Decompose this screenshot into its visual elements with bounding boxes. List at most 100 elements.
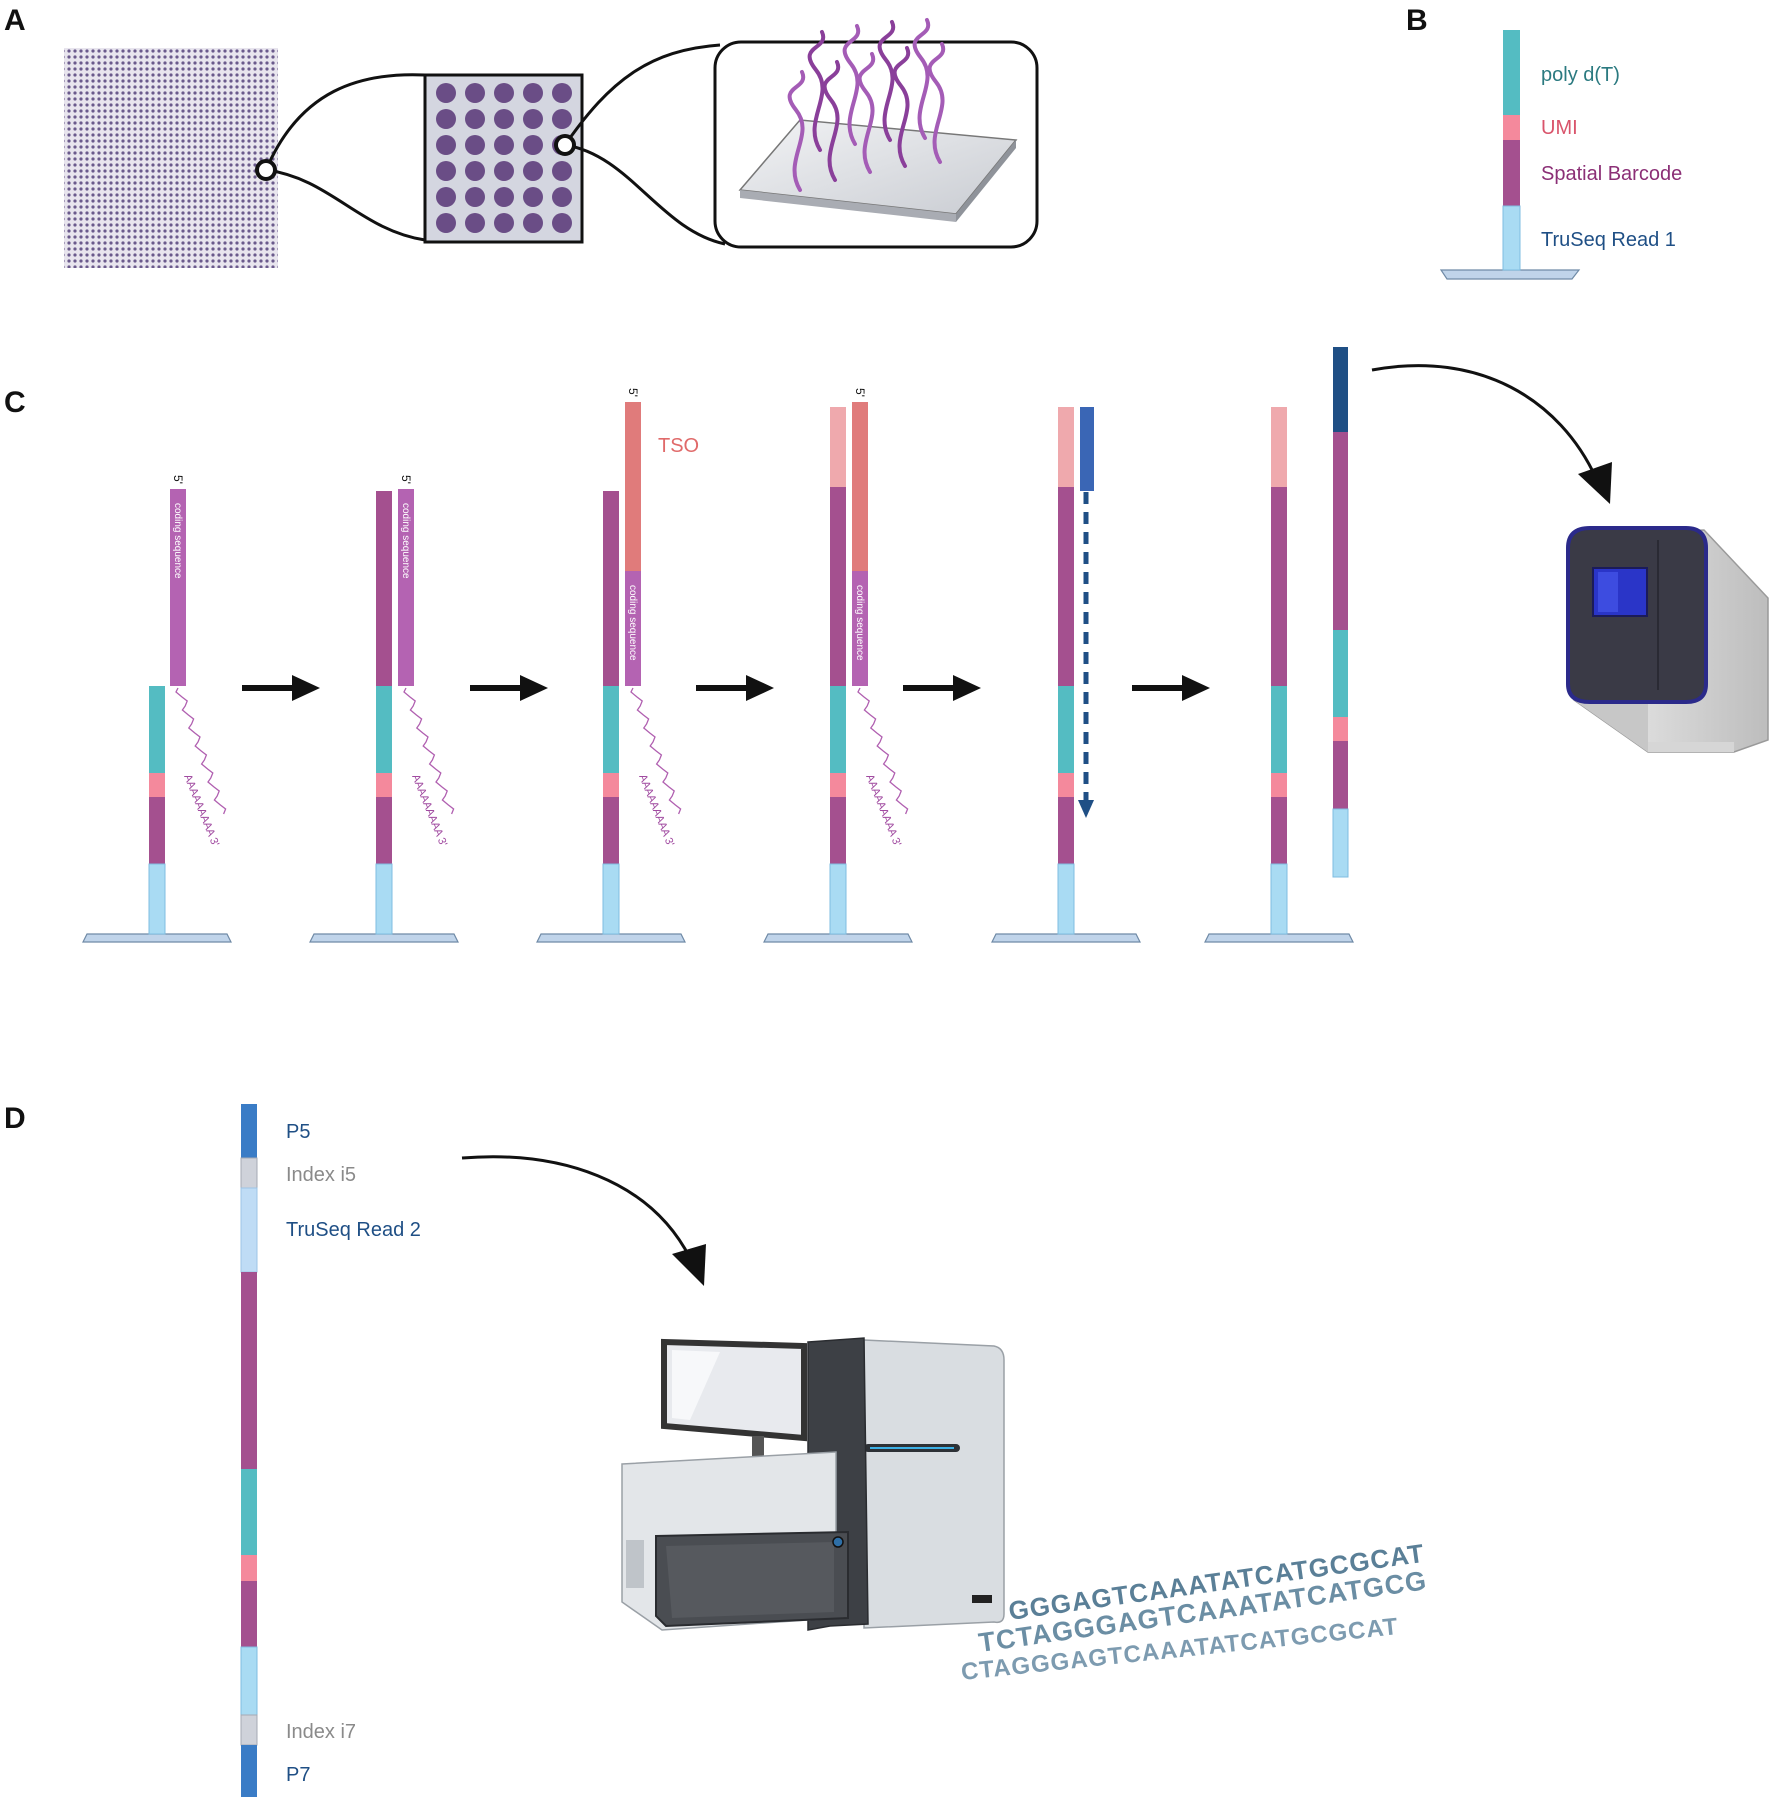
panel-c: coding sequence 5' AAAAAAAAA 3' coding sequ… [82,347,1769,943]
coding-sequence-label: coding sequence [854,585,865,661]
sequence-reads: GGGAGTCAAATATCATGCGCAT TCTAGGGAGTCAAATAT… [960,1538,1429,1686]
probe-umi [1271,773,1287,797]
probe-barcode [376,797,392,864]
stage-slide [536,933,686,943]
barcoded-spots [436,83,572,233]
probe-barcode [830,797,846,864]
coding-sequence-label: coding sequence [400,503,411,579]
sequencer-right-tower [863,1339,1005,1629]
barcoded-spot [552,161,572,181]
synthesized-tso-complement [1271,407,1287,487]
capture-area-array [64,48,278,268]
probe-truseq1 [1057,863,1075,935]
barcoded-spot [523,187,543,207]
polya-label: AAAAAAAAA 3' [181,773,221,849]
curved-arrow [1371,364,1598,479]
probe-barcode [603,797,619,864]
umi-segment [1503,115,1520,140]
probe-umi [1058,773,1074,797]
thermocycler [1566,526,1769,753]
synthesized-tso-complement [1058,407,1074,487]
probe-polydt [1271,686,1287,773]
curved-arrowhead [672,1244,706,1286]
barcoded-spot [436,83,456,103]
capture-probe [912,18,931,140]
sequencer-drawer-face [666,1542,834,1618]
polya-tail [403,687,455,815]
stage-slide [82,933,232,943]
capture-probes [787,18,946,192]
probe-polydt [376,686,392,773]
polydt-label: poly d(T) [1541,64,1620,86]
sequencer-vent [626,1540,644,1588]
barcoded-spot [465,109,485,129]
sequencer [621,1337,1005,1631]
probe-umi [830,773,846,797]
barcoded-spot [494,109,514,129]
mrna-coding-strand [398,489,414,686]
barcoded-spot [552,83,572,103]
sequencer-status-light [832,1536,844,1548]
five-prime-label: 5' [626,388,640,397]
stage-slide [991,933,1141,943]
library-insert [241,1272,257,1469]
truseq1-segment [1502,205,1521,271]
five-prime-label: 5' [853,388,867,397]
barcoded-spot [523,83,543,103]
barcoded-spot [436,109,456,129]
barcode-segment [1503,140,1520,206]
truseq2-label: TruSeq Read 2 [286,1219,421,1241]
probe-umi [376,773,392,797]
panel-letter-a: A [4,4,26,37]
tso-segment [625,402,641,571]
polya-tail [175,687,227,815]
coding-sequence-label: coding sequence [172,503,183,579]
stage-slide [1204,933,1354,943]
synthesized-tso-complement [376,491,392,571]
capture-probe [842,24,861,146]
polya-label: AAAAAAAAA 3' [636,773,676,849]
probe-polydt [149,686,165,773]
panel-letter-c: C [4,386,26,419]
mrna-coding-strand [625,571,641,686]
i7-label: Index i7 [286,1721,356,1743]
polya-label: AAAAAAAAA 3' [409,773,449,849]
library-truseq1 [240,1646,258,1716]
barcoded-spot [465,161,485,181]
mrna-coding-strand [170,489,186,686]
capture-probe [927,42,946,164]
step-arrowhead [520,675,548,701]
barcoded-spot [436,135,456,155]
barcoded-spot [523,135,543,155]
curved-arrowhead [1578,462,1612,504]
spot-slide-edge [956,140,1016,222]
released-cdna-umi [1333,717,1348,741]
probe-barcode [1058,797,1074,864]
capture-probe [892,46,911,168]
probe-truseq1 [148,863,166,935]
probe-umi [603,773,619,797]
barcoded-spot [436,213,456,233]
barcoded-spot [465,213,485,233]
mrna-coding-strand [852,571,868,686]
barcoded-spot [552,213,572,233]
probe-truseq1 [375,863,393,935]
spot-slide-edge [740,190,956,222]
barcoded-spot [523,109,543,129]
extension-primer [1080,407,1094,491]
library-i5 [240,1157,258,1189]
barcoded-spot [494,161,514,181]
probe-polydt [1058,686,1074,773]
probe-umi [149,773,165,797]
released-cdna-truseq1 [1332,808,1349,878]
truseq1-label: TruSeq Read 1 [1541,229,1676,251]
synthesized-cdna [1058,487,1074,686]
zoom-point [554,134,576,156]
panel-d: P5 Index i5 TruSeq Read 2 Index i7 P7 [240,1104,1429,1797]
library-umi [241,1555,257,1581]
zoom-point [255,159,277,181]
step-arrowhead [292,675,320,701]
step-arrowhead [1182,675,1210,701]
capture-probe [787,70,806,192]
